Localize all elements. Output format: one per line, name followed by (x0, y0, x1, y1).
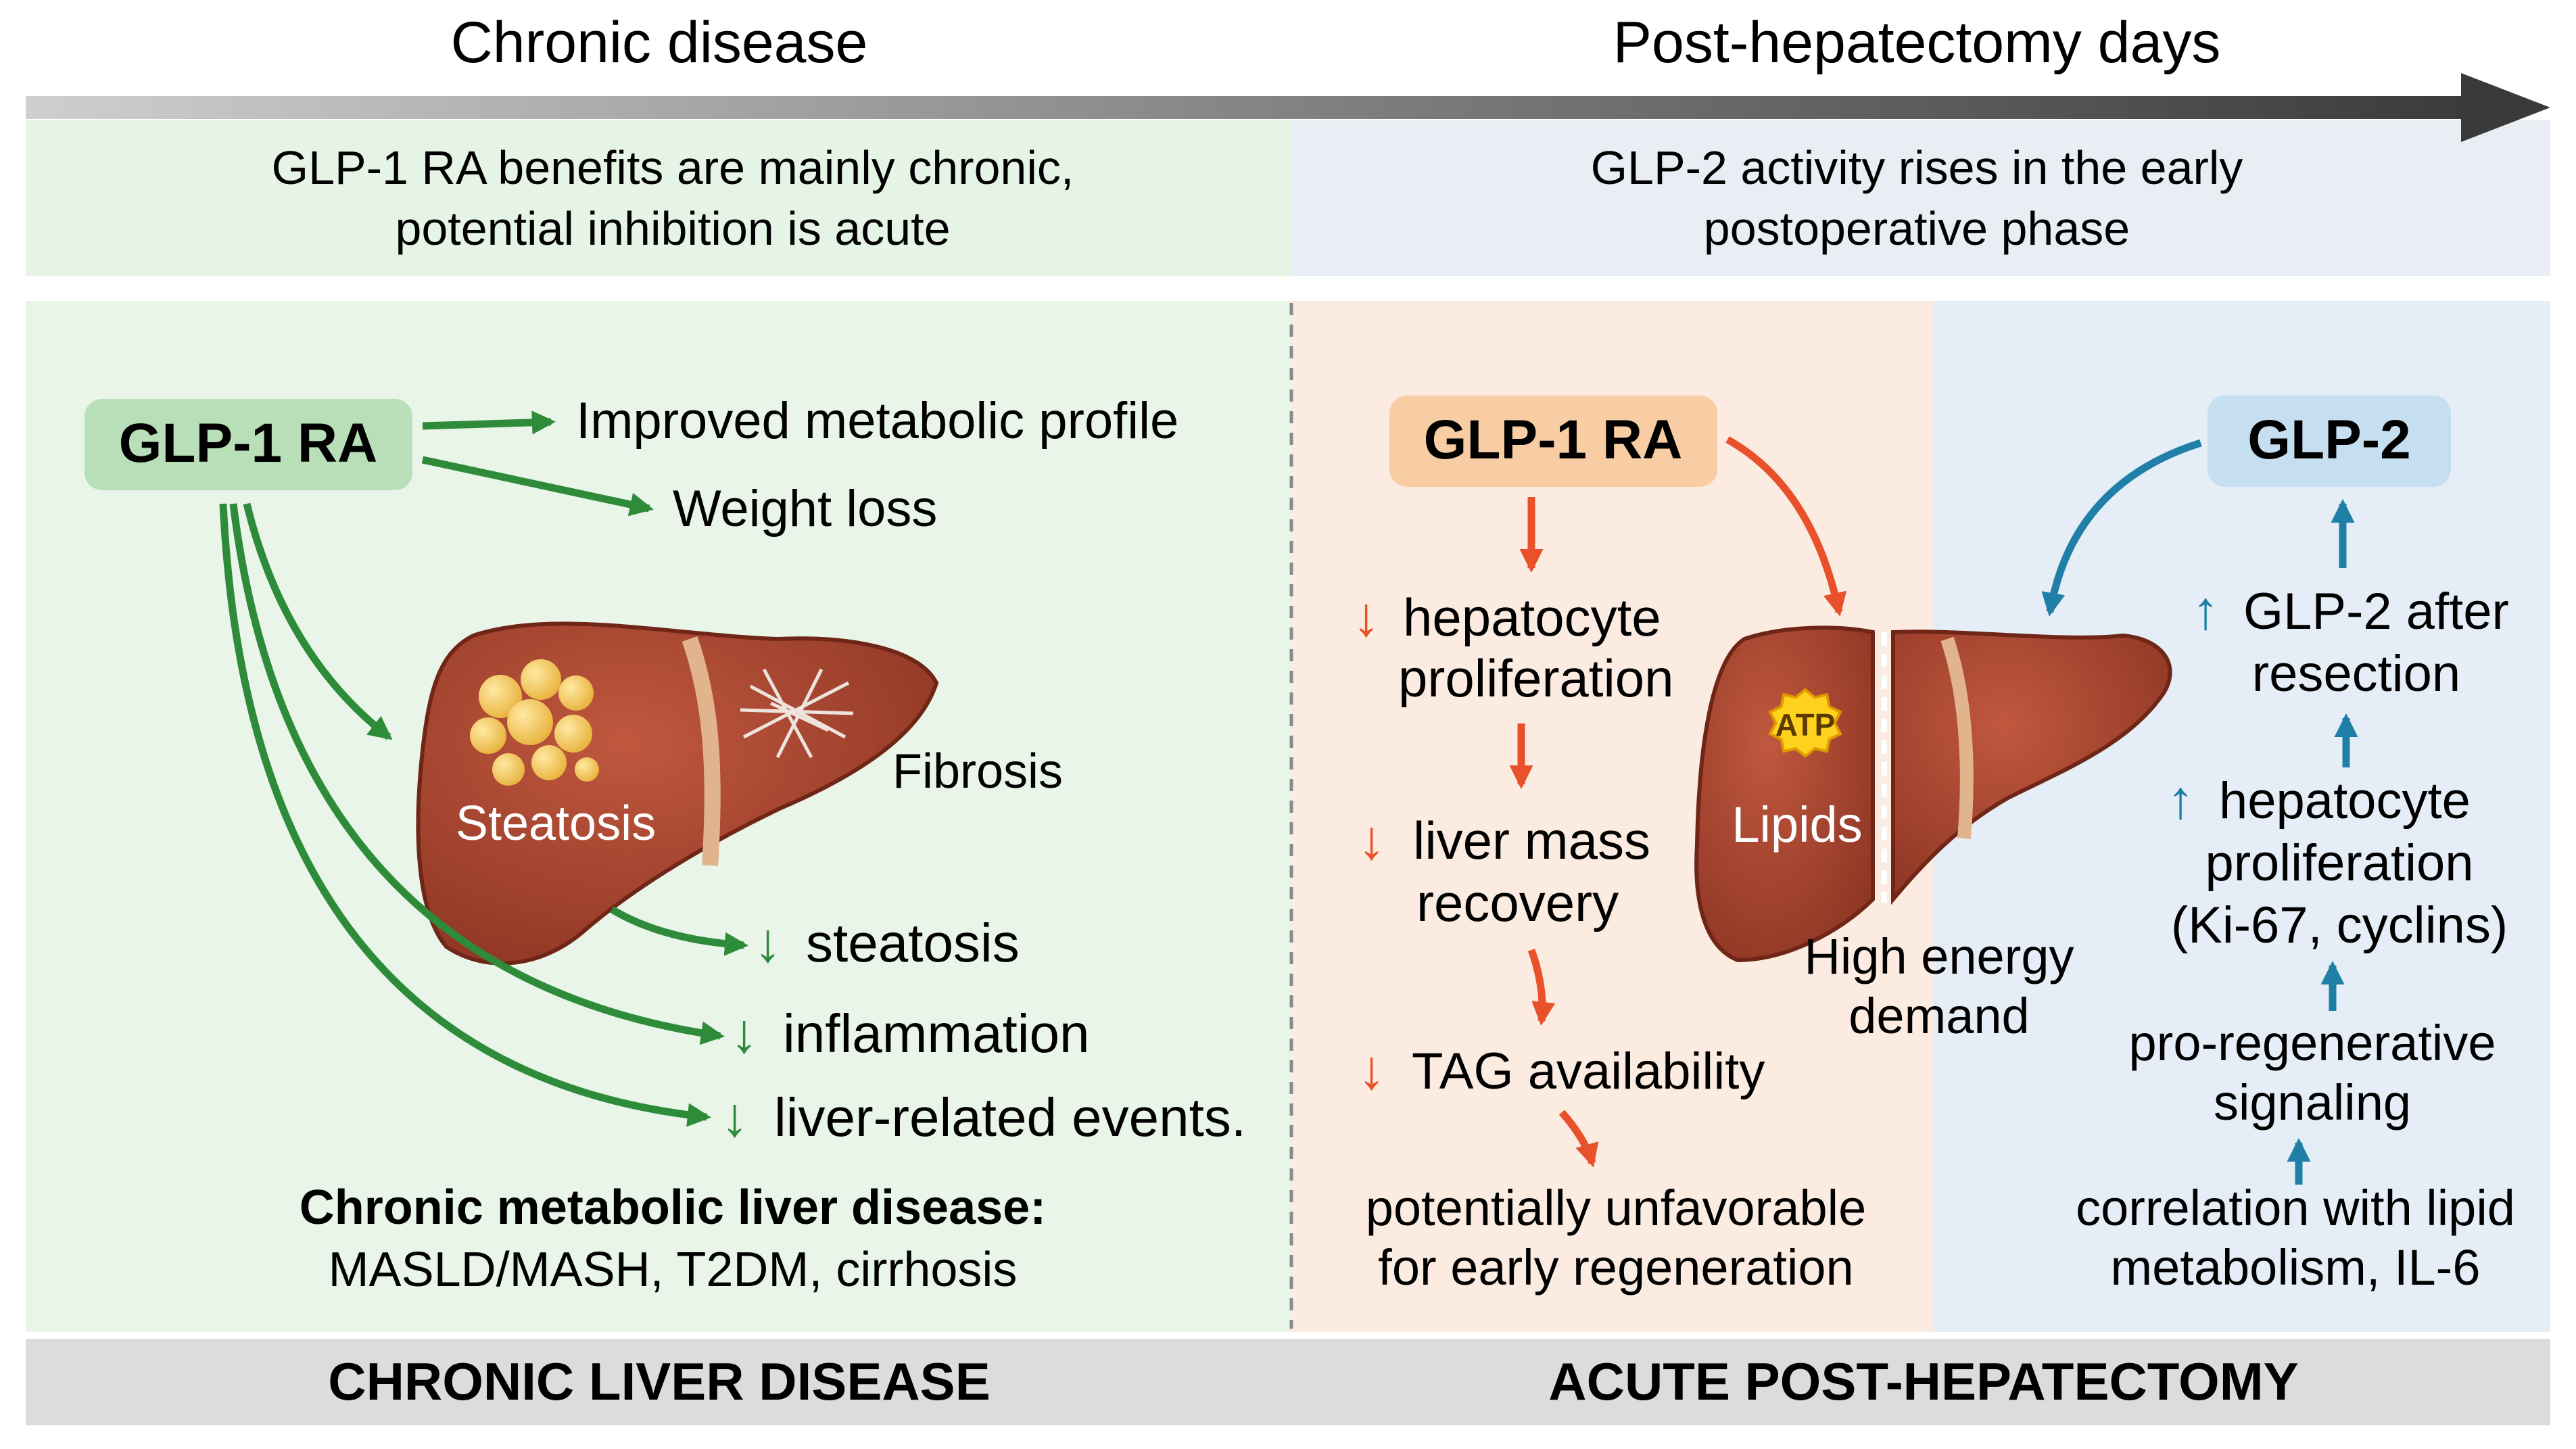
glp1-ra-chronic-box (85, 399, 412, 490)
acute-step2-line2: recovery (1416, 873, 1619, 932)
acute-step3: TAG availability (1412, 1043, 1765, 1100)
footer-acute-post-hepatectomy: ACUTE POST-HEPATECTOMY (1548, 1352, 2298, 1411)
acute-step1-line2: proliferation (1398, 648, 1674, 708)
glp1-ra-acute-box (1389, 396, 1717, 487)
down-arrow-proliferation-icon: ↓ (1352, 586, 1380, 648)
arrow-glp1-to-liver (1725, 436, 1847, 617)
acute-banner-line1: GLP-2 activity rises in the early (1591, 141, 2243, 194)
arrow-to-liver (243, 502, 393, 740)
glp2-box (2208, 396, 2451, 487)
benefit-weight-loss: Weight loss (673, 480, 937, 538)
energy-demand-line2: demand (1848, 988, 2029, 1044)
glp2-item2-line1: hepatocyte (2219, 772, 2471, 830)
chronic-context-title: Chronic metabolic liver disease: (300, 1181, 1046, 1235)
footer-chronic-liver-disease: CHRONIC LIVER DISEASE (328, 1352, 990, 1411)
atp-label: ATP (1775, 707, 1836, 742)
footer-bar (26, 1339, 2550, 1425)
benefit-metabolic-profile: Improved metabolic profile (576, 392, 1178, 450)
glp2-item2-line3: (Ki-67, cyclins) (2171, 897, 2508, 954)
fibrosis-mesh-icon (740, 668, 854, 759)
arrow-to-inflammation-effect (229, 503, 725, 1045)
down-arrow-events-icon: ↓ (721, 1087, 748, 1148)
acute-banner-bg (1291, 120, 2550, 276)
chronic-banner-line2: potential inhibition is acute (395, 202, 950, 255)
chronic-banner-bg (26, 120, 1291, 276)
liver-label-fibrosis: Fibrosis (892, 744, 1063, 799)
down-arrow-liver-mass-icon: ↓ (1358, 809, 1385, 871)
timeline-label-post-hepatectomy: Post-hepatectomy days (1613, 10, 2221, 75)
up-arrow-glp2-icon: ↑ (2192, 580, 2219, 640)
timeline-label-chronic: Chronic disease (451, 10, 868, 75)
arrow-to-weight-loss (421, 456, 654, 517)
glp2-label: GLP-2 (2247, 409, 2410, 471)
liver-chronic: Steatosis (416, 621, 939, 966)
up-arrow-proliferation-icon: ↑ (2167, 769, 2194, 830)
atp-star-icon (1768, 688, 1842, 758)
liver-label-steatosis: Steatosis (456, 797, 656, 851)
acute-outcome-line2: for early regeneration (1378, 1239, 1853, 1296)
acute-step1-line1: hepatocyte (1403, 588, 1661, 647)
down-arrow-tag-icon: ↓ (1358, 1039, 1385, 1101)
effect-liver-related-events: liver-related events. (774, 1087, 1246, 1147)
acute-outcome-line1: potentially unfavorable (1366, 1180, 1867, 1236)
lipids-label: Lipids (1732, 797, 1862, 853)
glp1-ra-chronic-label: GLP-1 RA (119, 412, 378, 474)
glp2-item1-line2: resection (2252, 645, 2460, 703)
liver-resected-left-shape (1694, 625, 1875, 963)
down-arrow-inflammation-icon: ↓ (730, 1003, 758, 1064)
effect-inflammation: inflammation (783, 1003, 1090, 1064)
fat-droplets-icon (470, 659, 599, 786)
arrow-to-events-effect (219, 503, 711, 1127)
timeline-bar (26, 96, 2480, 119)
glp2-item1-line1: GLP-2 after (2243, 583, 2509, 640)
arrow-to-steatosis-effect (610, 906, 749, 956)
acute-banner-line2: postoperative phase (1704, 202, 2130, 255)
energy-demand-line1: High energy (1804, 928, 2074, 984)
glp2-item4-line2: metabolism, IL-6 (2111, 1239, 2481, 1296)
acute-step2-line1: liver mass (1413, 811, 1650, 870)
arrow-glp2-to-liver (2041, 439, 2202, 617)
liver-resected-ligament (1940, 636, 1974, 839)
timeline-arrowhead (2461, 73, 2550, 142)
glp2-item4-line1: correlation with lipid (2076, 1180, 2515, 1236)
chronic-banner-line1: GLP-1 RA benefits are mainly chronic, (272, 141, 1074, 194)
glp2-item3-line1: pro-regenerative (2129, 1015, 2496, 1071)
effect-steatosis: steatosis (806, 913, 1020, 973)
acute-arrow-4 (1558, 1110, 1599, 1168)
chronic-context-body: MASLD/MASH, T2DM, cirrhosis (329, 1243, 1018, 1297)
arrow-to-metabolic (422, 410, 556, 435)
acute-arrow-3 (1527, 949, 1556, 1026)
liver-resected: ATP Lipids (1694, 625, 2172, 963)
liver-chronic-ligament (682, 636, 721, 866)
glp1-ra-acute-label: GLP-1 RA (1424, 409, 1683, 471)
glp2-item2-line2: proliferation (2205, 834, 2473, 892)
glp2-item3-line2: signaling (2214, 1074, 2411, 1131)
down-arrow-steatosis-icon: ↓ (754, 912, 782, 974)
